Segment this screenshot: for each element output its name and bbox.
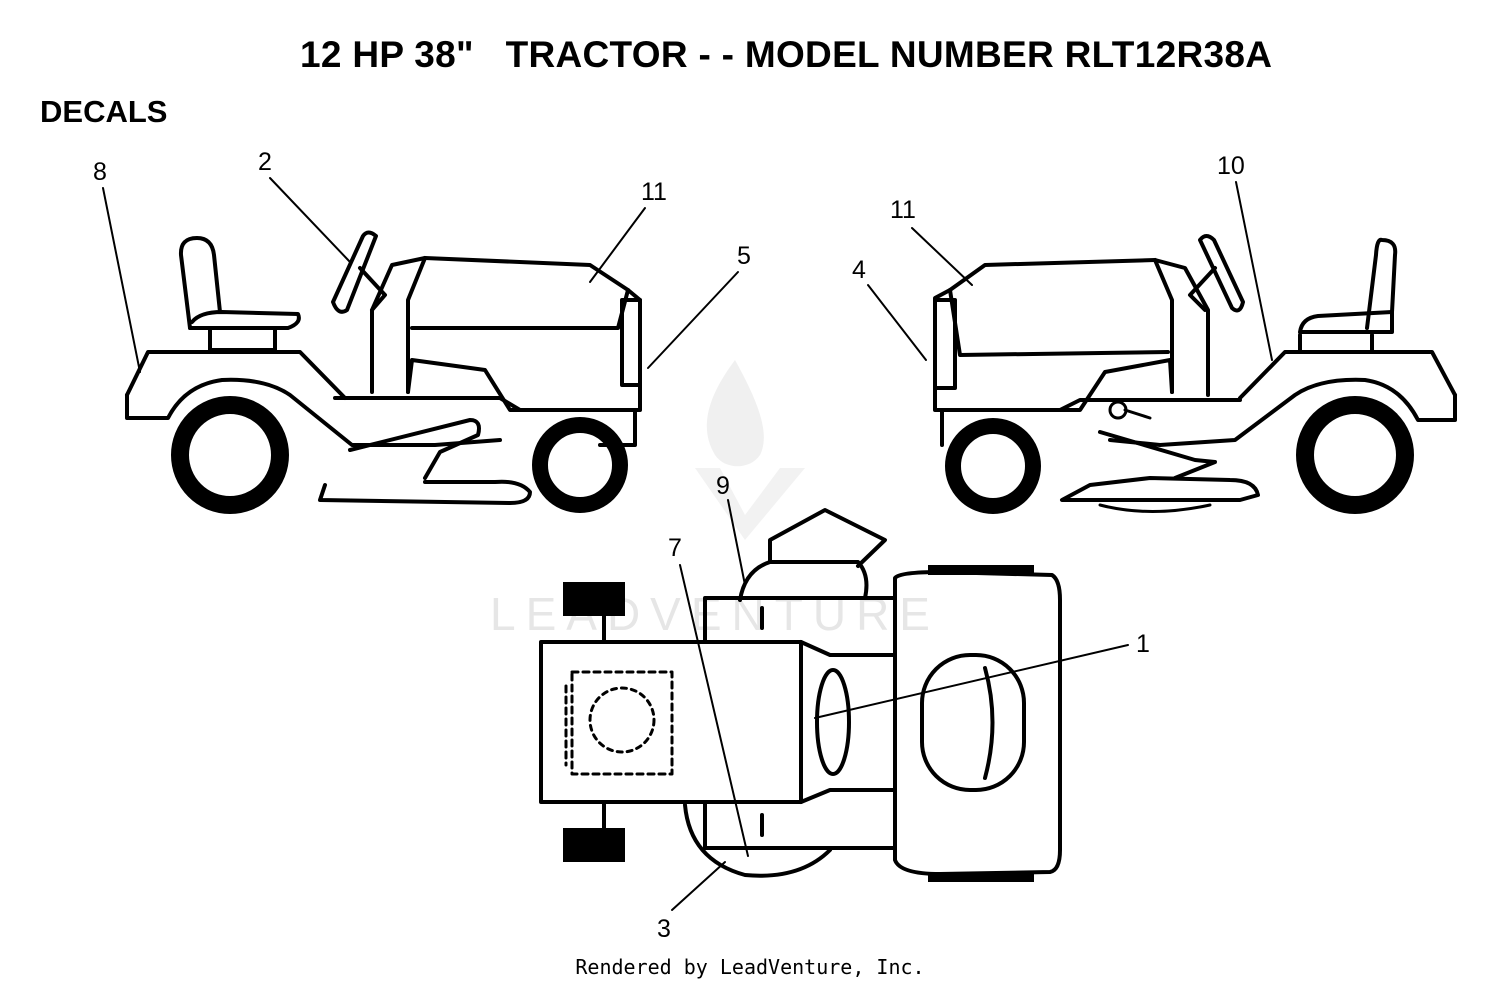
fender-top bbox=[125, 350, 347, 400]
mower-deck bbox=[318, 479, 532, 505]
hood-side bbox=[406, 256, 427, 394]
grille-r bbox=[933, 298, 957, 390]
leader-4 bbox=[867, 284, 927, 361]
seat-cushion bbox=[188, 310, 301, 330]
grille bbox=[620, 298, 642, 387]
front-wheel-tire bbox=[532, 417, 628, 513]
watermark-flame-icon bbox=[706, 360, 764, 467]
hood bbox=[406, 256, 642, 412]
steering-wheel-top bbox=[815, 668, 851, 776]
callout-8: 8 bbox=[93, 158, 107, 186]
callout-11-left: 11 bbox=[641, 178, 667, 206]
leader-9 bbox=[727, 499, 746, 586]
callout-10: 10 bbox=[1217, 152, 1245, 180]
leader-7 bbox=[679, 564, 749, 857]
leader-2 bbox=[269, 177, 351, 263]
dash-panel bbox=[370, 256, 427, 394]
fender-top-r bbox=[1238, 350, 1457, 400]
steering-wheel-r bbox=[1198, 234, 1245, 313]
rear-wheel-tire bbox=[171, 396, 289, 514]
deck-lever-r bbox=[1123, 408, 1152, 420]
seat-back-r bbox=[1365, 237, 1398, 330]
frame-r bbox=[940, 398, 1242, 447]
seat-back bbox=[178, 236, 222, 330]
rear-body bbox=[539, 640, 803, 804]
callout-3: 3 bbox=[657, 915, 671, 943]
footer-credit: Rendered by LeadVenture, Inc. bbox=[575, 955, 925, 979]
callout-11-right: 11 bbox=[890, 196, 916, 224]
grass-chute-deflector bbox=[768, 508, 887, 568]
watermark-text: LEADVENTURE bbox=[490, 588, 940, 640]
seat-cushion-r bbox=[1298, 310, 1394, 334]
front-wheel-tire-r bbox=[945, 418, 1041, 514]
deck-lift bbox=[348, 418, 481, 480]
leader-11-right bbox=[911, 227, 973, 286]
front-tire-bottom bbox=[928, 872, 1034, 882]
deck-blade-r bbox=[1098, 503, 1212, 513]
rear-tire-bottom bbox=[563, 828, 625, 862]
callout-4: 4 bbox=[852, 256, 866, 284]
deck-lift-r bbox=[1098, 430, 1217, 480]
callout-5: 5 bbox=[737, 242, 751, 270]
battery-outline bbox=[570, 670, 674, 776]
rear-wheel-tire-r bbox=[1296, 396, 1414, 514]
mower-deck-r bbox=[1060, 476, 1260, 502]
fender-bottom-view bbox=[703, 788, 897, 850]
hood-emblem-inner bbox=[983, 666, 995, 780]
section-label: DECALS bbox=[40, 94, 168, 129]
tractor-right-view bbox=[867, 181, 1457, 514]
hood-panel-line-r bbox=[948, 288, 1170, 357]
hood-top-view bbox=[893, 570, 1062, 876]
rear-fender bbox=[125, 377, 502, 447]
dash-panel-r bbox=[1153, 258, 1210, 397]
seat-dashed-circle bbox=[588, 686, 656, 754]
leader-11-left bbox=[589, 207, 646, 283]
leader-3 bbox=[671, 861, 726, 911]
tractor-top-view bbox=[539, 499, 1129, 911]
fender-top-view bbox=[703, 596, 897, 657]
rear-fender-r bbox=[1108, 377, 1457, 447]
hood-side-r bbox=[1153, 258, 1174, 394]
leader-1 bbox=[814, 644, 1129, 719]
tractor-left-view bbox=[102, 177, 739, 514]
seat-base-r bbox=[1298, 333, 1374, 354]
callout-7: 7 bbox=[668, 534, 682, 562]
dash-top-view bbox=[799, 640, 897, 804]
hood-panel-line bbox=[410, 288, 630, 330]
front-tire-top bbox=[928, 565, 1034, 575]
hood-emblem bbox=[920, 653, 1026, 792]
diagram-title: 12 HP 38" TRACTOR - - MODEL NUMBER RLT12… bbox=[300, 34, 1273, 75]
steering-column-r bbox=[1188, 266, 1217, 312]
seat-base bbox=[208, 326, 277, 352]
deck-arc bbox=[683, 803, 832, 878]
rear-tire-top bbox=[563, 582, 625, 616]
callout-1: 1 bbox=[1136, 630, 1150, 658]
hood-r bbox=[933, 258, 1174, 412]
frame bbox=[333, 396, 637, 447]
callout-2: 2 bbox=[258, 148, 272, 176]
steering-wheel bbox=[331, 230, 378, 314]
leader-8 bbox=[102, 187, 141, 373]
leader-10 bbox=[1235, 181, 1273, 361]
callout-9: 9 bbox=[716, 472, 730, 500]
watermark-v-icon bbox=[695, 468, 805, 540]
leader-5 bbox=[647, 271, 739, 369]
